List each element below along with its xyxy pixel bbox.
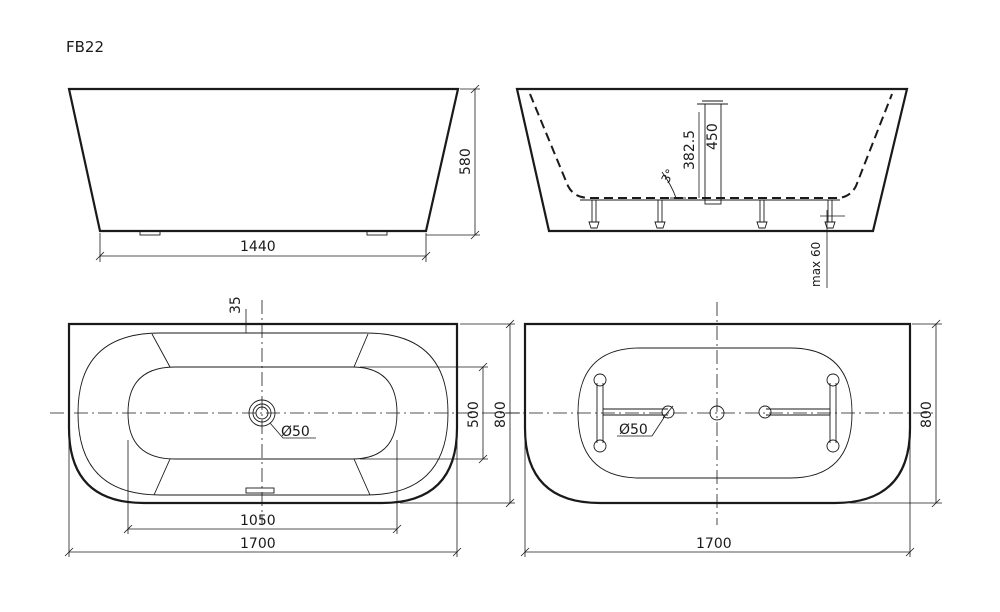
foot-right (366, 230, 388, 236)
dim-label-inner-width: 500 (466, 401, 482, 428)
overflow-pipe (704, 103, 722, 205)
dim-label-feet: max 60 (809, 242, 823, 287)
basin-floor (127, 366, 398, 460)
leader-drain-bottom (651, 415, 666, 437)
foot-left (139, 230, 161, 236)
dim-label-angle: 3° (658, 167, 677, 186)
dim-label-length-side: 1440 (240, 239, 276, 255)
bottom-view: Ø50 800 1700 (505, 302, 942, 557)
waste-center (709, 405, 725, 421)
support-feet (588, 200, 836, 229)
dim-label-length-bottom: 1700 (696, 536, 732, 552)
dim-label-drain-top: Ø50 (281, 424, 310, 440)
facet (353, 333, 369, 368)
tick (478, 362, 488, 372)
top-view: Ø50 35 500 800 1050 1700 (50, 296, 520, 557)
tick (123, 524, 133, 534)
tick (931, 319, 941, 329)
tub-section-outline (515, 87, 909, 233)
dim-label-drain-high: 450 (705, 123, 721, 150)
tick (931, 498, 941, 508)
section-view: 3° 382.5 450 max 60 (515, 87, 909, 288)
front-elevation-view: 580 1440 (67, 84, 480, 262)
dim-label-width-top: 800 (493, 401, 509, 428)
inner-rim (77, 332, 449, 496)
frame-left (593, 373, 675, 453)
tub-top-outline (67, 322, 459, 505)
slope-arc (661, 171, 677, 199)
tick (452, 547, 462, 557)
dim-label-drain-low: 382.5 (682, 130, 698, 170)
dim-label-inner-length: 1050 (240, 513, 276, 529)
model-label: FB22 (66, 38, 104, 56)
frame-right (758, 373, 840, 453)
tub-bottom-outline (523, 322, 912, 505)
tick (478, 454, 488, 464)
tick (505, 319, 515, 329)
facet (353, 458, 371, 496)
tick (421, 251, 431, 261)
base-stadium (577, 347, 853, 479)
drain-mid (252, 403, 272, 423)
dim-label-width-bottom: 800 (919, 401, 935, 428)
overflow-plate (245, 487, 275, 494)
tick (64, 547, 74, 557)
inner-basin-dashed (529, 93, 893, 199)
dim-label-rim: 35 (228, 296, 244, 314)
dim-label-height: 580 (458, 148, 474, 175)
dim-label-drain-bottom: Ø50 (619, 422, 648, 438)
tick (520, 547, 530, 557)
tick (905, 547, 915, 557)
leader-drain (269, 422, 284, 439)
tick (505, 498, 515, 508)
tick (470, 84, 480, 94)
facet (151, 333, 171, 368)
drain-inner (255, 406, 269, 420)
tick (392, 524, 402, 534)
tub-front-outline (67, 87, 460, 233)
tick (470, 230, 480, 240)
facet (153, 458, 171, 496)
drain-outer (248, 399, 276, 427)
tick (95, 251, 105, 261)
dim-label-length-top: 1700 (240, 536, 276, 552)
